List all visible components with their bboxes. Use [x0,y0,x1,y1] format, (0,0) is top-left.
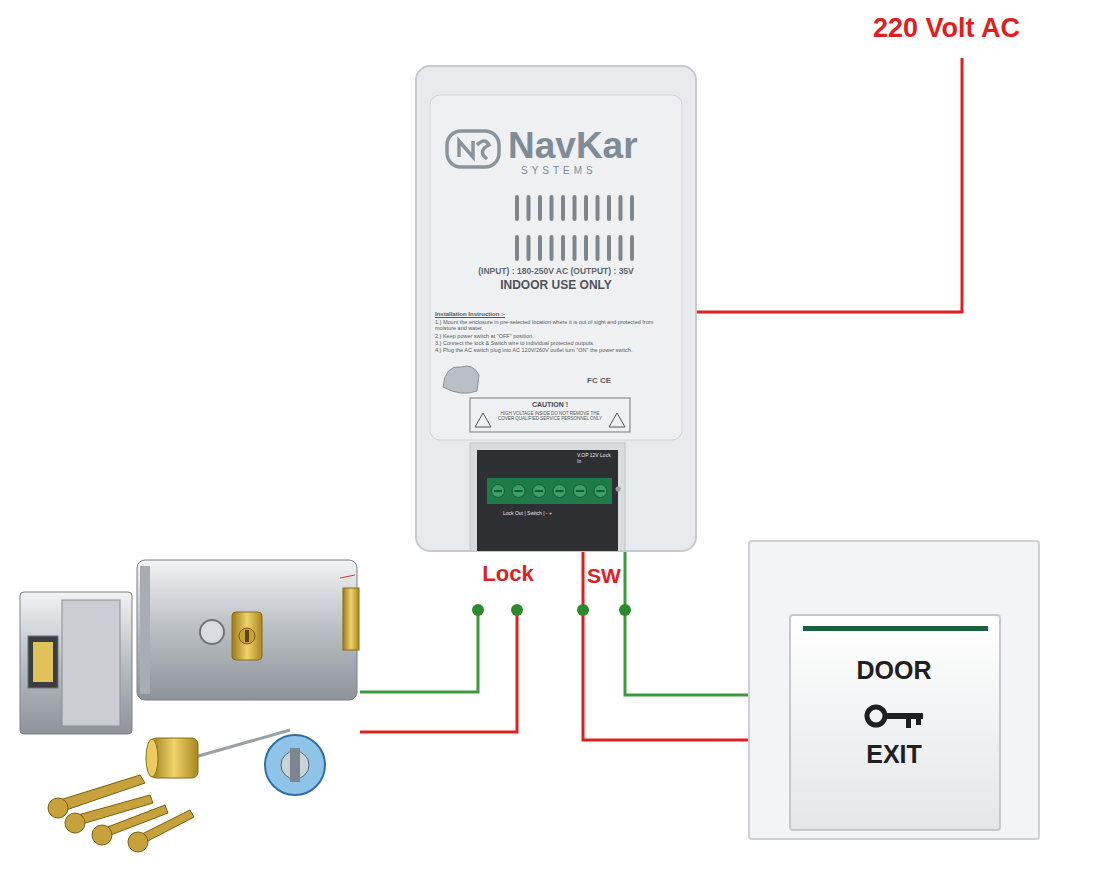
wire-connector [583,552,748,740]
indicator-strip [803,626,988,631]
terminal-group-label: SW [587,564,621,587]
instruction-heading: Installation Instruction :- [435,311,675,318]
button-text: EXIT [748,740,1040,769]
exit-button: DOOR EXIT [748,540,1044,840]
usage-note: INDOOR USE ONLY [415,279,697,293]
certification-marks: FC CE [587,376,611,385]
supply-voltage-label: 220 Volt AC [873,14,1020,44]
lock-wire [360,610,517,732]
lion-emblem [443,366,479,393]
power-supply-unit: Installation Instruction :-1.) Mount the… [415,65,701,552]
instruction-item: 4.) Plug the AC switch plug into AC 120V… [435,347,675,353]
brand-name: NavKar [508,125,638,168]
terminal-dot [619,604,631,616]
caution-text: HIGH VOLTAGE INSIDE DO NOT REMOVE THE CO… [493,411,607,421]
push-button [790,615,1000,830]
terminal-dot [472,604,484,616]
mains-wire [697,58,962,312]
rating-text: (INPUT) : 180-250V AC (OUTPUT) : 35V [415,267,697,277]
terminal-label: Lock Out | Switch | - + [503,511,552,517]
instruction-item: 1.) Mount the enclosure in pre-selected … [435,319,675,332]
button-text: DOOR [748,656,1040,685]
terminal-group-label: Lock [482,562,533,586]
caution-panel [470,398,630,432]
keys-and-cylinder [48,730,325,852]
instruction-item: 2.) Keep power switch at "OFF" position. [435,333,675,339]
rim-lock-body [137,560,359,700]
terminal-dot [577,604,589,616]
lock-wire [360,610,478,692]
exit-button-outline [748,540,1040,840]
brand-subtitle: SYSTEMS [521,165,597,177]
terminal-label: V.OP 12V Lock In [577,453,611,465]
caution-heading: CAUTION ! [470,401,630,409]
brand-logo [447,131,499,167]
housing [416,66,696,551]
terminal-dot [511,604,523,616]
wall-plate [749,541,1039,839]
key-icon [867,707,923,728]
vent-slots [515,195,634,261]
strike-plate [20,592,132,734]
wire-connector [625,552,748,695]
terminal-block [470,443,625,551]
instruction-item: 3.) Connect the lock & Switch wire to in… [435,340,675,346]
